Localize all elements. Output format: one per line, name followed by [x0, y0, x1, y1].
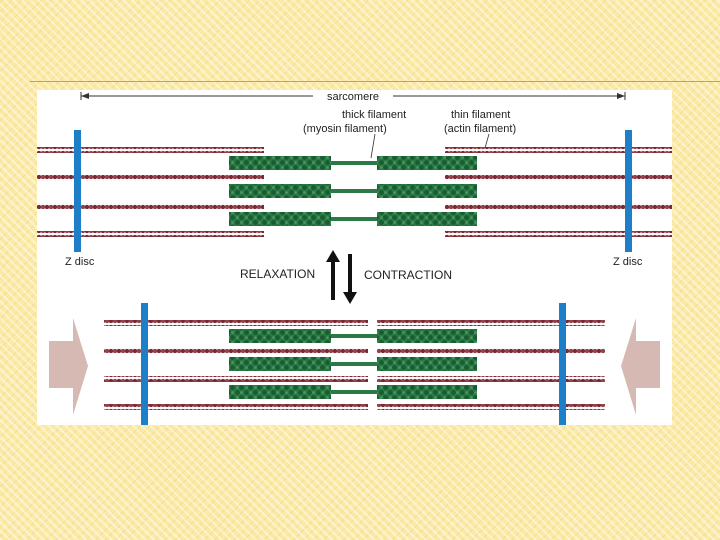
actin-filament	[377, 320, 605, 326]
compression-arrow-right	[49, 318, 88, 415]
z-disc	[559, 303, 566, 425]
myosin-filament	[229, 184, 477, 198]
actin-filament	[37, 231, 264, 237]
thick-filament-label: thick filament	[342, 109, 406, 121]
thick-filament-sublabel: (myosin filament)	[303, 123, 387, 135]
z-disc-label-left: Z disc	[65, 256, 95, 268]
actin-filament	[377, 376, 605, 382]
relaxation-label: RELAXATION	[240, 267, 315, 281]
myosin-filament	[229, 156, 477, 170]
sarcomere-figure: sarcomere	[37, 90, 672, 425]
actin-filament	[445, 147, 672, 153]
sarcomere-span-indicator: sarcomere	[81, 90, 625, 103]
compression-arrow-left	[621, 318, 660, 415]
z-disc-label-right: Z disc	[613, 256, 643, 268]
sarcomere-label: sarcomere	[327, 91, 379, 103]
actin-filament	[37, 175, 264, 181]
actin-filament	[445, 203, 672, 209]
state-transition-arrows	[326, 250, 357, 304]
contracted-sarcomere	[49, 303, 660, 425]
title-divider	[30, 81, 720, 82]
myosin-filament	[229, 357, 477, 371]
z-disc	[74, 130, 81, 252]
z-disc	[141, 303, 148, 425]
myosin-filament	[229, 385, 477, 399]
actin-filament	[37, 147, 264, 153]
actin-filament	[37, 203, 264, 209]
actin-filament	[377, 404, 605, 410]
myosin-filament	[229, 329, 477, 343]
actin-filament	[377, 348, 605, 354]
thin-filament-sublabel: (actin filament)	[444, 123, 516, 135]
thin-filament-label: thin filament	[451, 109, 510, 121]
myosin-filament	[229, 212, 477, 226]
z-disc	[625, 130, 632, 252]
contraction-label: CONTRACTION	[364, 268, 452, 282]
actin-filament	[445, 231, 672, 237]
actin-filament	[445, 175, 672, 181]
relaxed-sarcomere	[37, 130, 672, 252]
